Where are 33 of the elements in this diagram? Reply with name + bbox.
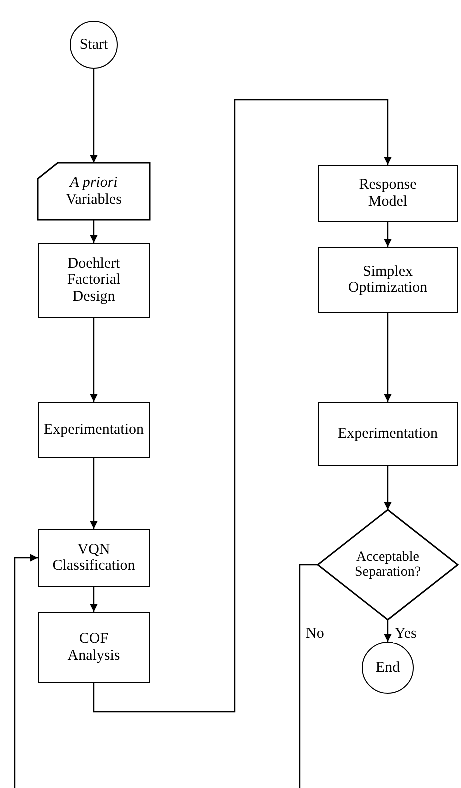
process-box xyxy=(38,529,150,587)
arrow xyxy=(384,313,392,402)
process-box xyxy=(318,402,458,466)
terminal-label: Start xyxy=(78,36,110,54)
step-label: VQN Classification xyxy=(52,542,136,574)
arrow xyxy=(93,99,392,713)
arrow xyxy=(384,222,392,247)
process-box xyxy=(38,402,150,458)
process-box xyxy=(38,243,150,318)
step-label: A priori Variables xyxy=(65,175,123,208)
arrow xyxy=(14,554,38,788)
arrow xyxy=(90,458,98,529)
decision-diamond xyxy=(318,510,458,620)
arrow xyxy=(90,318,98,402)
step-label: COF Analysis xyxy=(66,631,122,664)
step-label: Response Model xyxy=(358,177,418,210)
arrow xyxy=(384,466,392,510)
end-terminal xyxy=(362,642,414,694)
step-label: Doehlert Factorial Design xyxy=(66,256,122,306)
arrow xyxy=(90,69,98,163)
arrow xyxy=(90,220,98,243)
arrow xyxy=(384,620,392,642)
step-label: Experimentation xyxy=(337,426,439,442)
process-box xyxy=(318,247,458,313)
process-box xyxy=(38,612,150,683)
step-label: Simplex Optimization xyxy=(347,264,429,296)
arrow xyxy=(90,587,98,612)
terminal-label: End xyxy=(374,660,402,676)
process-box xyxy=(318,165,458,222)
start-terminal xyxy=(70,21,118,69)
manual-input-shape xyxy=(38,163,150,220)
decision-label: Acceptable Separation? xyxy=(354,550,422,580)
step-label: Experimentation xyxy=(43,422,145,438)
